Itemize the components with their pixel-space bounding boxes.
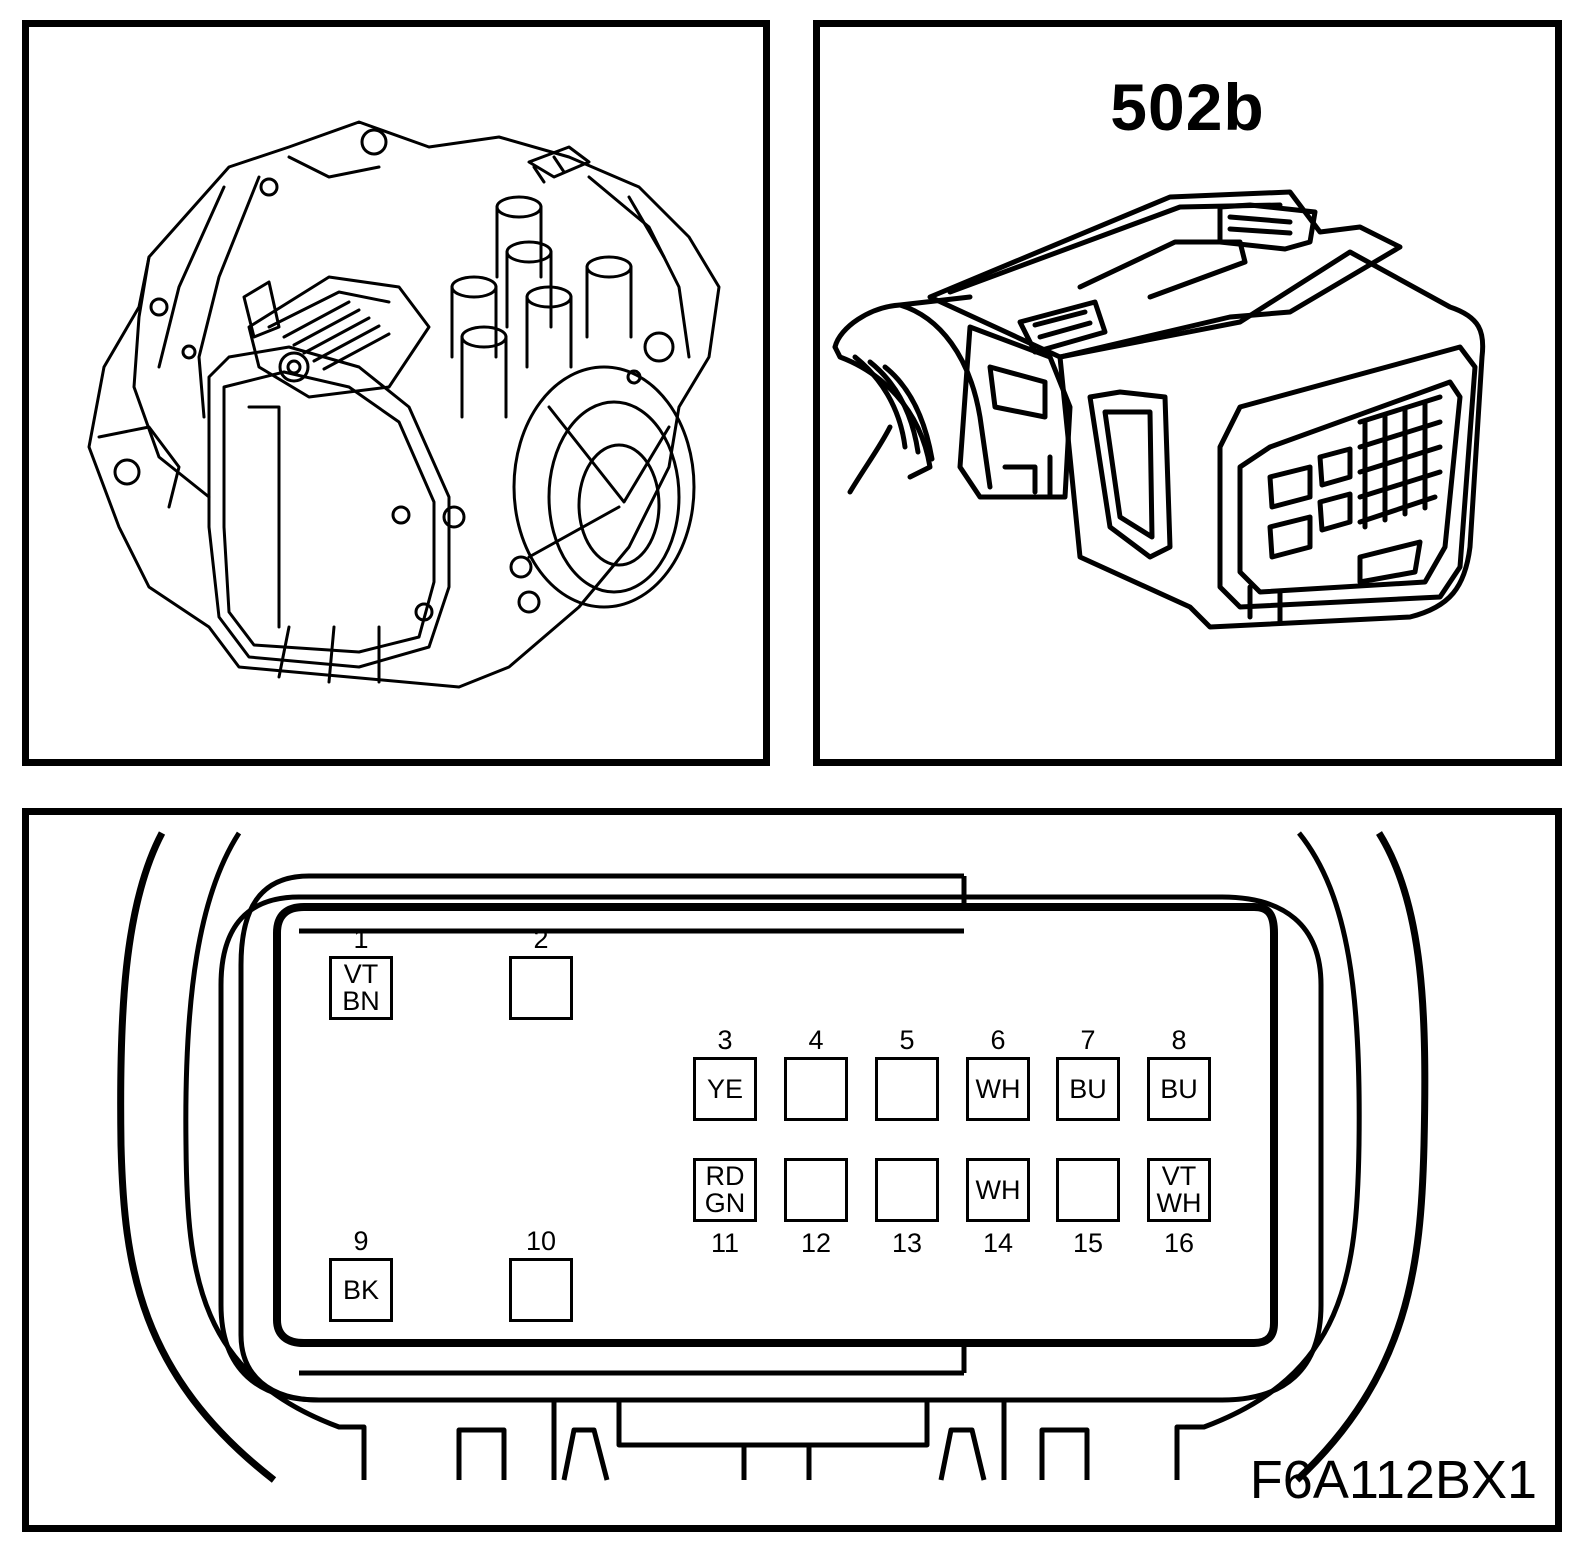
pin-cavity-5 bbox=[875, 1057, 939, 1121]
pin-number-12: 12 bbox=[800, 1228, 832, 1258]
pin-number-8: 8 bbox=[1171, 1025, 1187, 1055]
wire-color-label: WH bbox=[975, 1174, 1021, 1205]
pin-cavity-2 bbox=[509, 956, 573, 1020]
pin-cavity-7: BU bbox=[1056, 1057, 1120, 1121]
pin-number-10: 10 bbox=[525, 1226, 557, 1256]
wire-color-label: BU bbox=[1069, 1073, 1107, 1104]
wire-color-label: BU bbox=[1160, 1073, 1198, 1104]
wire-color-label: WH bbox=[1156, 1188, 1202, 1218]
connector-face-outline bbox=[117, 831, 1429, 1483]
pin-cavity-15 bbox=[1056, 1158, 1120, 1222]
pin-cavity-9: BK bbox=[329, 1258, 393, 1322]
wire-color-label: RD bbox=[705, 1161, 745, 1191]
pin-cavity-10 bbox=[509, 1258, 573, 1322]
pin-number-6: 6 bbox=[990, 1025, 1006, 1055]
wire-color-label: WH bbox=[975, 1073, 1021, 1104]
pin-number-14: 14 bbox=[982, 1228, 1014, 1258]
pin-number-1: 1 bbox=[353, 924, 369, 954]
pin-number-4: 4 bbox=[808, 1025, 824, 1055]
pin-number-3: 3 bbox=[717, 1025, 733, 1055]
pin-number-16: 16 bbox=[1163, 1228, 1195, 1258]
pin-number-11: 11 bbox=[710, 1228, 740, 1258]
wire-color-label: YE bbox=[706, 1073, 744, 1104]
pin-cavity-6: WH bbox=[966, 1057, 1030, 1121]
transmission-icon bbox=[87, 120, 721, 689]
wire-color-label: VT bbox=[343, 959, 379, 989]
pin-cavity-8: BU bbox=[1147, 1057, 1211, 1121]
pin-cavity-14: WH bbox=[966, 1158, 1030, 1222]
pin-cavity-4 bbox=[784, 1057, 848, 1121]
wire-color-label: GN bbox=[704, 1188, 746, 1218]
transmission-panel bbox=[22, 20, 770, 766]
pin-number-5: 5 bbox=[899, 1025, 915, 1055]
pin-number-13: 13 bbox=[891, 1228, 923, 1258]
pin-cavity-12 bbox=[784, 1158, 848, 1222]
connector-panel: 502b bbox=[813, 20, 1562, 766]
pin-number-2: 2 bbox=[533, 924, 549, 954]
pin-number-7: 7 bbox=[1080, 1025, 1096, 1055]
wire-color-label: BN bbox=[342, 986, 380, 1016]
pin-number-9: 9 bbox=[353, 1226, 369, 1256]
connector-title: 502b bbox=[1110, 70, 1265, 144]
connector-icon bbox=[832, 189, 1486, 630]
wire-color-label: VT bbox=[1161, 1161, 1197, 1191]
pin-cavity-3: YE bbox=[693, 1057, 757, 1121]
pin-cavity-13 bbox=[875, 1158, 939, 1222]
wire-color-label: BK bbox=[342, 1274, 380, 1305]
figure-code: F6A112BX1 bbox=[1249, 1450, 1537, 1510]
pin-number-15: 15 bbox=[1072, 1228, 1104, 1258]
